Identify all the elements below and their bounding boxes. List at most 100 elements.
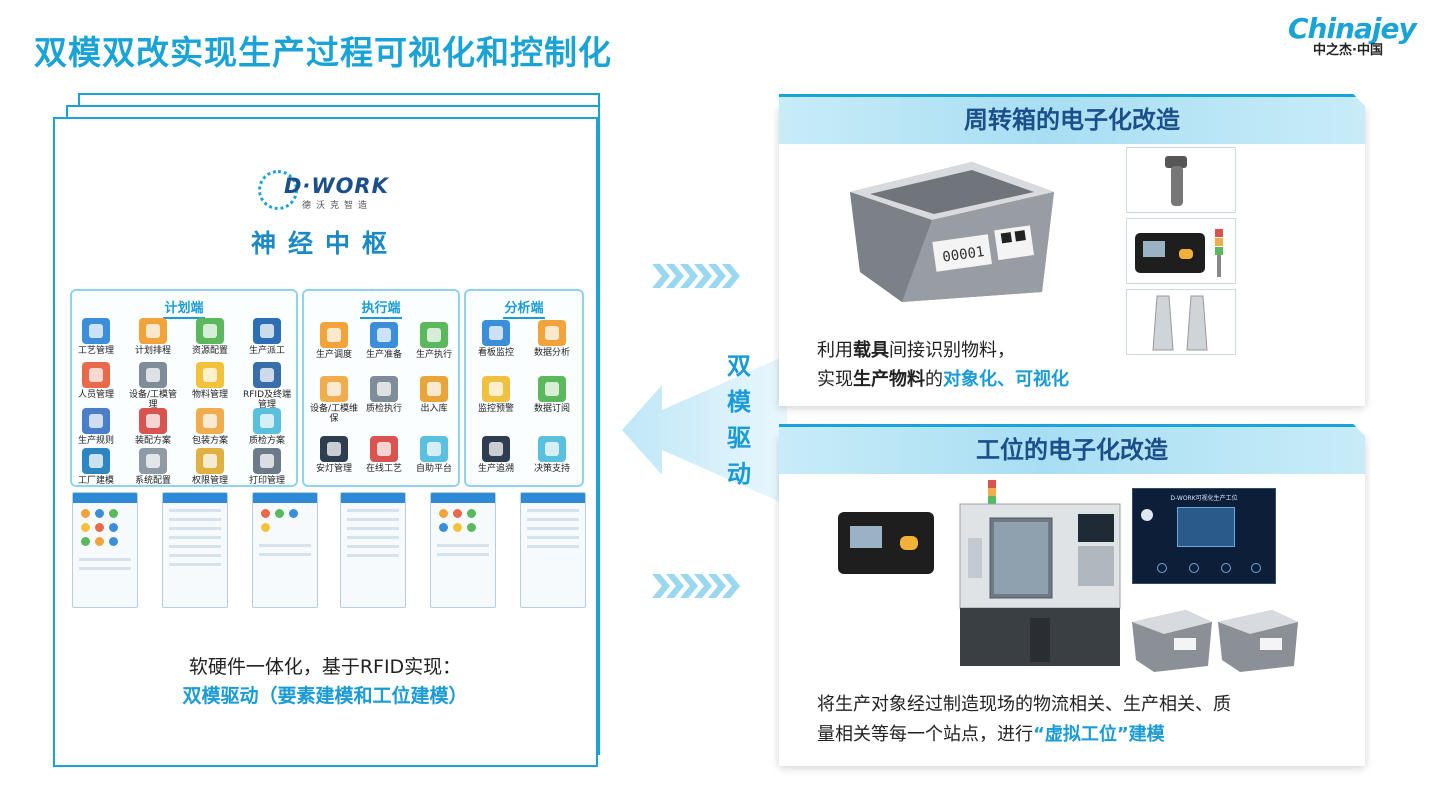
module-label: 人员管理	[77, 390, 114, 400]
module-qc-plan[interactable]: 质检方案	[239, 408, 295, 446]
personnel-icon	[82, 362, 110, 388]
mobile-screen	[252, 492, 318, 608]
module-label: 看板监控	[477, 348, 514, 358]
text-highlight: 对象化、可视化	[943, 369, 1069, 390]
module-label: 安灯管理	[315, 464, 352, 474]
module-rfid[interactable]: RFID及终端管理	[239, 362, 295, 410]
module-assembly[interactable]: 装配方案	[125, 408, 181, 446]
mobile-screen	[340, 492, 406, 608]
module-scheduling[interactable]: 计划排程	[125, 318, 181, 356]
mobile-screen	[162, 492, 228, 608]
turnover-crate-image	[1132, 610, 1212, 672]
module-alert[interactable]: 监控预警	[468, 376, 524, 414]
module-execution[interactable]: 生产执行	[406, 322, 462, 360]
mobile-screen	[430, 492, 496, 608]
assembly-icon	[139, 408, 167, 434]
rfid-reader-image	[1126, 218, 1236, 284]
resource-icon	[196, 318, 224, 344]
module-factory-model[interactable]: 工厂建模	[68, 448, 124, 486]
module-subscription[interactable]: 数据订阅	[524, 376, 580, 414]
maintenance-icon	[320, 376, 348, 402]
text-span: 的	[925, 369, 943, 390]
dwork-brand: D·WORK	[284, 174, 389, 198]
forklift-icon	[420, 376, 448, 402]
cnc-machine-image	[959, 480, 1121, 666]
module-andon[interactable]: 安灯管理	[306, 436, 362, 474]
module-label: 质检方案	[248, 436, 285, 446]
board-icon	[370, 436, 398, 462]
module-permission[interactable]: 权限管理	[182, 448, 238, 486]
module-decision[interactable]: 决策支持	[524, 436, 580, 474]
module-label: RFID及终端管理	[242, 390, 291, 410]
turnover-crate-image	[1218, 610, 1298, 672]
printer-icon	[253, 448, 281, 474]
panel-b-line1: 将生产对象经过制造现场的物流相关、生产相关、质	[817, 694, 1231, 715]
module-label: 生产调度	[315, 350, 352, 360]
key-icon	[196, 448, 224, 474]
chart-icon	[538, 320, 566, 346]
turnover-crate-image: 00001	[850, 162, 1054, 302]
dwork-sub: 德沃克智造	[302, 201, 373, 211]
left-caption-line2: 双模驱动（要素建模和工位建模）	[182, 685, 468, 707]
module-print[interactable]: 打印管理	[239, 448, 295, 486]
dispatch-exec-icon	[320, 322, 348, 348]
vertical-char: 双	[727, 352, 751, 380]
module-self-service[interactable]: 自助平台	[406, 436, 462, 474]
subscription-icon	[538, 376, 566, 402]
mobile-screens	[70, 492, 590, 610]
mobile-screen	[520, 492, 586, 608]
module-personnel[interactable]: 人员管理	[68, 362, 124, 400]
vertical-char: 驱	[727, 424, 751, 452]
module-warehouse[interactable]: 出入库	[406, 376, 462, 414]
module-label: 资源配置	[191, 346, 228, 356]
dispatch-icon	[253, 318, 281, 344]
text-highlight: 建模	[1128, 724, 1165, 745]
module-traceability[interactable]: 生产追溯	[468, 436, 524, 474]
screen-title: D-WORK可视化生产工位	[1170, 495, 1238, 502]
arrow-left-icon	[622, 355, 787, 505]
module-dashboard[interactable]: 看板监控	[468, 320, 524, 358]
module-label: 生产准备	[365, 350, 402, 360]
checklist-icon	[370, 376, 398, 402]
module-label: 数据订阅	[533, 404, 570, 414]
module-label: 数据分析	[533, 348, 570, 358]
module-label: 系统配置	[134, 476, 171, 486]
rules-icon	[82, 408, 110, 434]
module-dispatch[interactable]: 生产派工	[239, 318, 295, 356]
crate-label: 00001	[941, 244, 985, 266]
module-rules[interactable]: 生产规则	[68, 408, 124, 446]
module-data-analysis[interactable]: 数据分析	[524, 320, 580, 358]
module-material[interactable]: 物料管理	[182, 362, 238, 400]
module-preparation[interactable]: 生产准备	[356, 322, 412, 360]
module-label: 出入库	[420, 404, 448, 414]
module-system-config[interactable]: 系统配置	[125, 448, 181, 486]
neural-hub-title: 神经中枢	[250, 229, 399, 258]
panel-a-line1: 利用载具间接识别物料，	[817, 336, 1015, 362]
module-resource[interactable]: 资源配置	[182, 318, 238, 356]
rfid-chip-icon	[253, 362, 281, 388]
module-online-process[interactable]: 在线工艺	[356, 436, 412, 474]
module-process-mgmt[interactable]: 工艺管理	[68, 318, 124, 356]
dwork-logo: D·WORK 德沃克智造	[258, 170, 398, 211]
module-label: 生产规则	[77, 436, 114, 446]
decision-icon	[538, 436, 566, 462]
equipment-icon	[139, 362, 167, 388]
module-qc-exec[interactable]: 质检执行	[356, 376, 412, 414]
module-equipment[interactable]: 设备/工模管理	[125, 362, 181, 410]
module-dispatch-exec[interactable]: 生产调度	[306, 322, 362, 360]
preparation-icon	[370, 322, 398, 348]
module-label: 生产追溯	[477, 464, 514, 474]
schedule-icon	[139, 318, 167, 344]
module-label: 计划排程	[134, 346, 171, 356]
rfid-gate-image	[1126, 289, 1236, 355]
module-label: 工厂建模	[77, 476, 114, 486]
planning-heading: 计划端	[72, 297, 296, 319]
vertical-char: 模	[727, 388, 751, 416]
module-packaging[interactable]: 包装方案	[182, 408, 238, 446]
worker-icon	[420, 322, 448, 348]
logo-en: Chinajey	[1288, 12, 1417, 45]
rfid-reader-image	[838, 512, 934, 574]
module-maintenance[interactable]: 设备/工模维保	[306, 376, 362, 424]
package-icon	[196, 408, 224, 434]
bulb-icon	[482, 376, 510, 402]
